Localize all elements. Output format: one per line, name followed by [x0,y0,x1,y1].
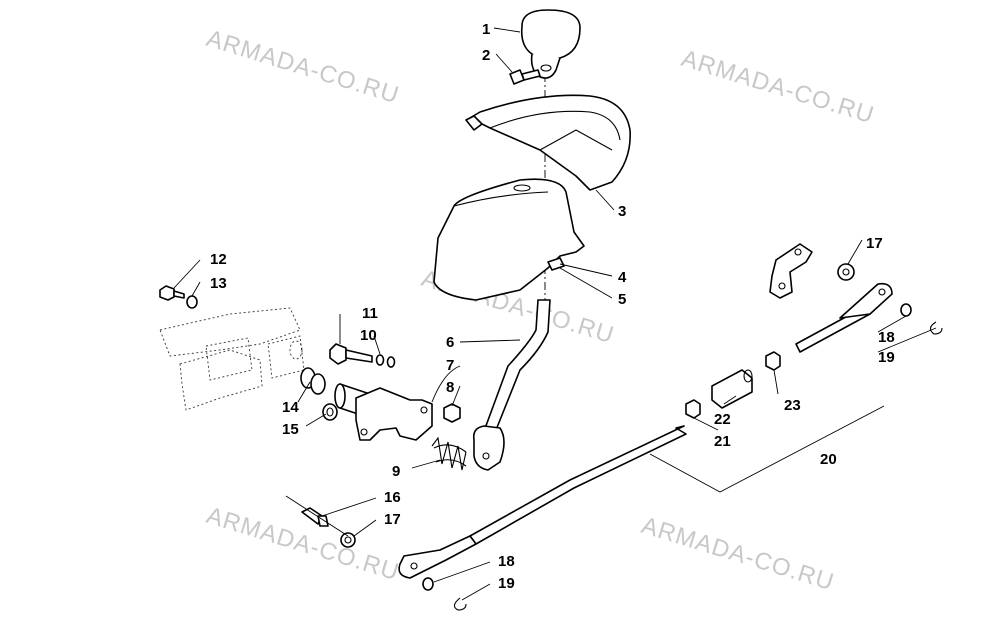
callout-12: 12 [210,251,227,268]
frame-bolt [159,285,185,301]
frame-mount-ghost [159,307,305,411]
callout-13: 13 [210,275,227,292]
callout-21: 21 [714,433,731,450]
callout-17-lower: 17 [384,511,401,528]
e-clip-lower [453,597,467,611]
pivot-bolt [329,343,373,365]
e-clip-upper [929,321,943,335]
watermark-bottom-right: ARMADA-CO.RU [638,512,837,596]
callout-10: 10 [360,327,377,344]
callout-23: 23 [784,397,801,414]
pivot-o-rings [300,367,326,395]
callout-9: 9 [392,463,400,480]
washer-lower [422,577,434,591]
callout-2: 2 [482,47,490,64]
callout-3: 3 [618,203,626,220]
watermark-top-right: ARMADA-CO.RU [678,45,877,129]
callout-7: 7 [446,357,454,374]
frame-washer [186,295,198,309]
assembly-bracket-20 [649,405,885,493]
callout-18-upper: 18 [878,329,895,346]
callout-20: 20 [820,451,837,468]
ball-joint-stud [301,507,329,527]
rod-connector [711,369,753,409]
callout-8: 8 [446,379,454,396]
return-spring [431,436,467,471]
upper-shift-cover [465,94,631,191]
watermark-bottom-left: ARMADA-CO.RU [203,502,402,586]
pivot-washers [375,354,396,368]
shift-knob [520,9,581,79]
callout-19-lower: 19 [498,575,515,592]
callout-16: 16 [384,489,401,506]
knob-screw [509,69,541,85]
rod-bushing-lower [340,532,356,548]
jam-nut-lower [685,399,701,419]
callout-17-upper: 17 [866,235,883,252]
shift-pivot-assembly [334,383,433,441]
callout-4: 4 [618,269,627,286]
callout-labels: 1 2 3 4 5 6 7 8 9 10 11 12 13 14 15 16 1… [210,21,895,592]
lower-shift-boot [433,178,585,301]
callout-6: 6 [446,334,454,351]
callout-18-lower: 18 [498,553,515,570]
shift-rod [398,425,687,579]
watermark-top-left: ARMADA-CO.RU [203,25,402,109]
pivot-bushing [322,403,338,421]
adjuster-rod [795,282,893,353]
shift-lever [472,299,551,471]
callout-15: 15 [282,421,299,438]
callout-1: 1 [482,21,490,38]
washer-upper [900,303,912,317]
pivot-nut [443,403,461,423]
rod-bushing-upper [837,263,855,281]
callout-5: 5 [618,291,626,308]
callout-19-upper: 19 [878,349,895,366]
shift-arm-ghost [769,243,813,299]
jam-nut-upper [765,351,781,371]
leader-lines [173,27,937,601]
callout-22: 22 [714,411,731,428]
callout-14: 14 [282,399,299,416]
callout-11: 11 [362,305,378,322]
